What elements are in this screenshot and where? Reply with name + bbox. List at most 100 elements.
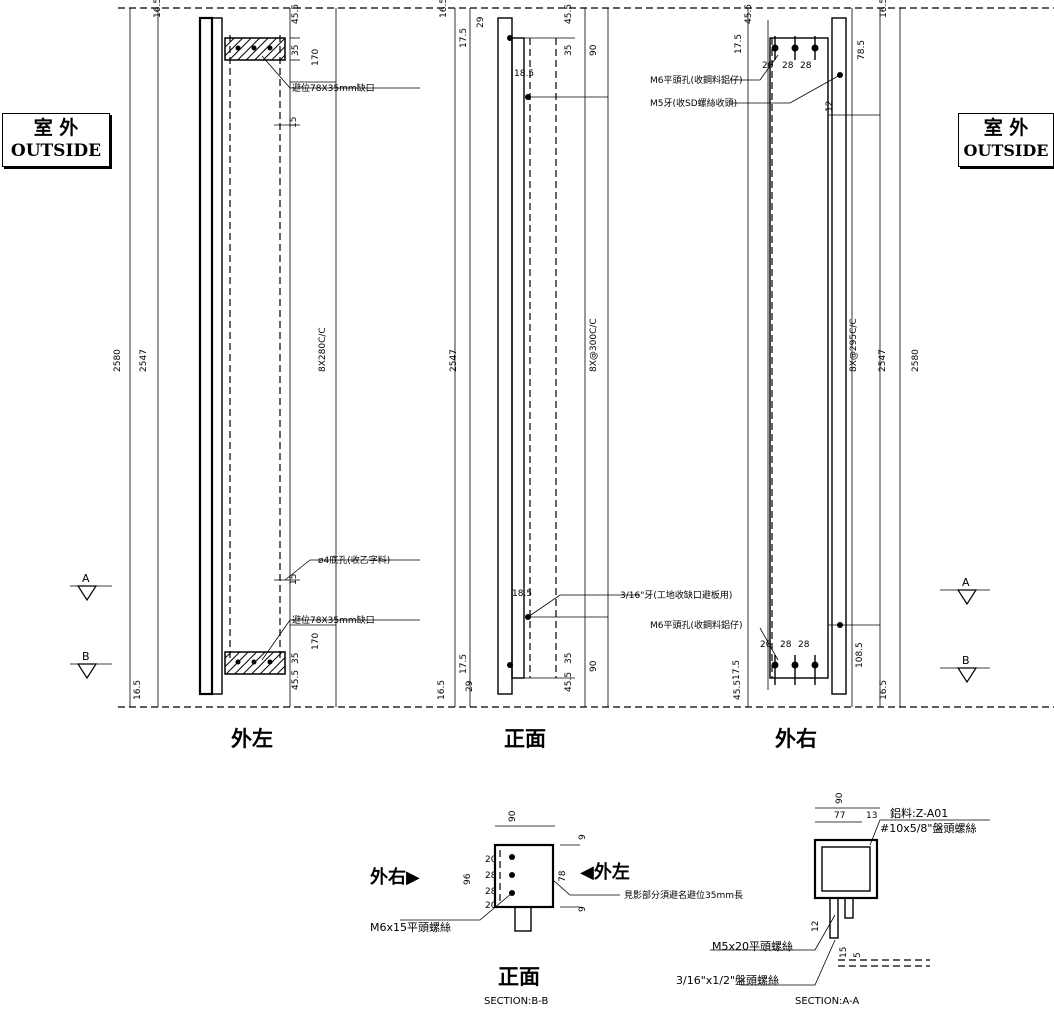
bb-dim-78: 78: [558, 870, 568, 882]
dim-right-28d: 28: [798, 640, 810, 650]
section-mark-b-right-text: B: [962, 654, 970, 667]
outside-label-left-cn: 室 外: [33, 117, 79, 139]
dim-front-90-top: 90: [589, 44, 599, 56]
dim-left-8x280: 8X280C/C: [318, 327, 328, 372]
dim-left-45-5: 45.5: [291, 4, 301, 24]
section-marker-b-left: [70, 663, 112, 680]
dim-left-15-bottom: 15: [289, 574, 299, 585]
dim-front-35-bottom: 35: [564, 653, 574, 664]
dim-right-8x295: 8X@295C/C: [849, 318, 859, 372]
section-marker-b-right: [940, 667, 990, 684]
bb-m6x15-note: M6x15平頭螺絲: [370, 920, 451, 934]
dim-right-2580: 2580: [911, 349, 921, 372]
bb-arrow-left: ◀外左: [580, 861, 630, 883]
note-hole4: ø4底孔(收乙字料): [318, 554, 390, 566]
bb-arrow-right: 外右▶: [370, 866, 420, 888]
dim-left-15-top: 15: [289, 117, 299, 128]
dim-right-45-5: 45.5: [744, 4, 754, 24]
dim-left-170-top: 170: [311, 49, 321, 66]
dim-left-35-bottom: 35: [291, 653, 301, 664]
bb-dim-9b: 9: [578, 906, 588, 912]
aa-dim-15: 15: [839, 947, 849, 958]
dim-right-17-5: 17.5: [734, 34, 744, 54]
aa-title-en: SECTION:A-A: [795, 996, 859, 1007]
dim-front-45-5-bottom: 45.5: [564, 672, 574, 692]
aa-dim-90: 90: [835, 792, 845, 804]
aa-dim-13: 13: [866, 811, 877, 821]
section-aa: [710, 807, 990, 986]
aa-dim-77: 77: [834, 811, 845, 821]
dim-front-29-bottom: 29: [465, 680, 475, 692]
note-screw-316: 3/16"牙(工地收缺口避板用): [620, 589, 732, 601]
dim-front-16-5: 16.5: [439, 0, 449, 18]
dim-front-45-5: 45.5: [564, 4, 574, 24]
bb-dim-20b: 20: [485, 901, 497, 911]
bb-dim-90: 90: [508, 810, 518, 822]
dim-front-17-5-bottom: 17.5: [459, 654, 469, 674]
aa-part-note: 鋁料:Z-A01: [890, 806, 948, 820]
note-cutout-top: 避位78X35mm缺口: [292, 82, 375, 94]
dim-right-2547: 2547: [878, 349, 888, 372]
outside-label-right: 室 外 OUTSIDE: [958, 113, 1054, 167]
dim-right-12: 12: [825, 101, 835, 112]
section-marker-a-right: [940, 589, 990, 606]
dim-front-90-bottom: 90: [589, 660, 599, 672]
dim-right-45-5-bottom: 45.5: [733, 680, 743, 700]
bb-dim-28a: 28: [485, 871, 497, 881]
dim-left-2580: 2580: [113, 349, 123, 372]
bb-title-en: SECTION:B-B: [484, 996, 549, 1007]
dim-right-20-bottom: 20: [760, 640, 772, 650]
outside-label-right-en: OUTSIDE: [963, 141, 1049, 160]
view-left: [129, 8, 420, 707]
bb-dim-20a: 20: [485, 855, 497, 865]
section-marker-a-left: [70, 585, 112, 602]
outside-label-right-cn: 室 外: [983, 117, 1029, 139]
dim-front-16-5-bottom: 16.5: [437, 680, 447, 700]
view-title-right: 外右: [775, 727, 817, 751]
dim-right-108-5: 108.5: [855, 642, 865, 668]
outside-label-left-en: OUTSIDE: [10, 141, 102, 161]
bb-dim-96: 96: [463, 873, 473, 885]
dim-right-20: 20: [762, 61, 774, 71]
aa-dim-5: 5: [853, 952, 863, 958]
dim-front-29: 29: [476, 16, 486, 28]
dim-front-2547: 2547: [449, 349, 459, 372]
dim-right-28c: 28: [780, 640, 792, 650]
dim-left-2547: 2547: [139, 349, 149, 372]
dim-left-45-5-bottom: 45.5: [291, 670, 301, 690]
dim-left-top-16-5: 16.5: [153, 0, 163, 18]
note-m6-bottom: M6平頭孔(收鋼料鋁仔): [650, 619, 743, 631]
view-title-front: 正面: [504, 727, 546, 751]
bb-title-cn: 正面: [498, 965, 540, 989]
dim-front-17-5: 17.5: [459, 28, 469, 48]
dim-left-16-5-bottom: 16.5: [133, 680, 143, 700]
outside-label-left: 室 外 OUTSIDE: [2, 113, 110, 167]
dim-front-8x300: 8X@300C/C: [589, 318, 599, 372]
note-cutout-bottom: 避位78X35mm缺口: [292, 614, 375, 626]
dim-right-17-5-bottom: 17.5: [732, 660, 742, 680]
dim-right-78-5: 78.5: [857, 40, 867, 60]
dim-right-28b: 28: [800, 61, 812, 71]
view-title-left: 外左: [231, 727, 273, 751]
aa-316-note: 3/16"x1/2"盤頭螺絲: [676, 973, 779, 987]
aa-screw-note: #10x5/8"盤頭螺絲: [880, 821, 977, 835]
dim-front-18-5-bottom: 18.5: [512, 589, 532, 599]
note-m5: M5牙(收SD螺絲收頭): [650, 97, 737, 109]
view-right: [730, 8, 901, 707]
bb-dim-9a: 9: [578, 834, 588, 840]
dim-front-18-5-top: 18.5: [514, 69, 534, 79]
aa-dim-12: 12: [811, 921, 821, 932]
section-mark-b-left-text: B: [82, 650, 90, 663]
section-mark-a-right-text: A: [962, 576, 970, 589]
note-m6-top: M6平頭孔(收鋼料鋁仔): [650, 74, 743, 86]
aa-m5-note: M5x20平頭螺絲: [712, 939, 793, 953]
dim-left-35: 35: [291, 45, 301, 56]
dim-front-35: 35: [564, 45, 574, 56]
bb-dim-28b: 28: [485, 887, 497, 897]
view-front: [454, 8, 640, 707]
section-mark-a-left-text: A: [82, 572, 90, 585]
dim-right-28a: 28: [782, 61, 794, 71]
dim-right-16-5-bottom: 16.5: [879, 680, 889, 700]
bb-note: 見影部分須避名避位35mm長: [624, 889, 743, 901]
